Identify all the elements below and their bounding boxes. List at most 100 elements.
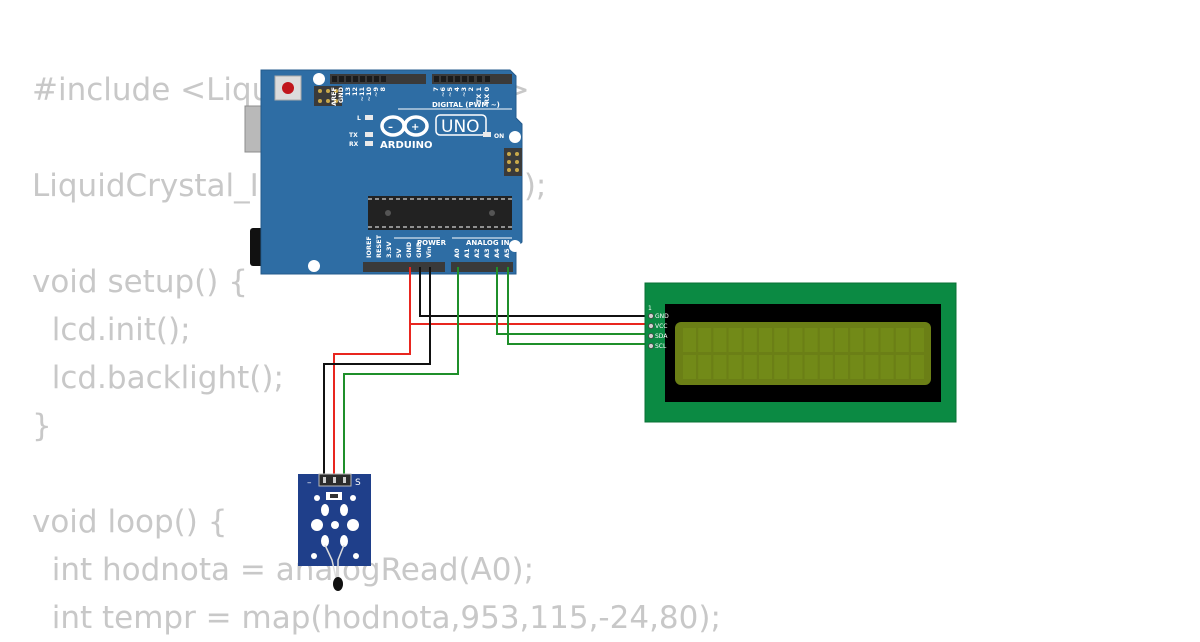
digital-pin-socket[interactable] <box>441 76 446 82</box>
mount-hole <box>509 240 521 252</box>
power-pin-label: GND <box>415 241 423 258</box>
lcd-char-cell <box>683 328 696 352</box>
sensor-pin <box>333 477 336 483</box>
mount-hole <box>313 73 325 85</box>
lcd-pin-label: GND <box>655 313 669 320</box>
digital-pin-label: ~3 <box>460 87 468 97</box>
mount-hole <box>509 131 521 143</box>
digital-pin-label: GND <box>337 86 345 103</box>
analog-label: ANALOG IN <box>466 239 510 247</box>
wire-gnd-to-sensor[interactable] <box>323 267 431 478</box>
digital-pin-socket[interactable] <box>448 76 453 82</box>
lcd-char-cell <box>804 328 818 352</box>
uno-model: UNO <box>441 117 480 137</box>
code-line: void loop() { <box>32 504 228 540</box>
lcd-char-cell <box>835 355 848 379</box>
lcd-char-cell <box>743 355 757 379</box>
icsp-header-top <box>314 86 342 106</box>
lcd-char-cell <box>804 355 818 379</box>
lcd-char-cell <box>850 328 864 352</box>
arduino-brand: ARDUINO <box>380 140 432 151</box>
lcd-char-cell <box>865 328 879 352</box>
lcd-char-cell <box>911 328 924 352</box>
digital-pin-label: 13 <box>344 87 352 96</box>
sensor-pin <box>343 477 346 483</box>
tx-led-label: TX <box>349 132 358 139</box>
sensor-minus-label: – <box>307 478 312 488</box>
lcd-char-cell <box>850 355 864 379</box>
lcd-pin-header-sda[interactable] <box>648 333 654 339</box>
wire-a0-to-sensor[interactable] <box>343 267 459 478</box>
lcd-pin-label: VCC <box>655 323 667 330</box>
atmega-chip <box>368 196 512 230</box>
thermistor-lead <box>324 544 337 579</box>
power-pin-label: 5V <box>395 248 403 258</box>
sensor-signal-label: S <box>355 478 361 488</box>
digital-pin-socket[interactable] <box>346 76 351 82</box>
wire-a4-to-lcd-sda[interactable] <box>496 267 650 335</box>
thermistor-lead <box>337 544 345 578</box>
lcd-pin-header-scl[interactable] <box>648 343 654 349</box>
digital-pin-label: 4 <box>453 87 461 92</box>
digital-pin-label: ~10 <box>365 87 373 102</box>
power-pin-header <box>363 262 445 272</box>
lcd-char-cell <box>819 328 833 352</box>
digital-pin-socket[interactable] <box>455 76 460 82</box>
digital-pin-label: TX 1 <box>475 87 483 104</box>
analog-pin-label: A5 <box>503 248 511 258</box>
digital-pin-label: 2 <box>467 87 475 92</box>
wire-5v-to-sensor[interactable] <box>333 267 411 478</box>
lcd-char-cell <box>789 355 803 379</box>
lcd-char-cell <box>713 328 727 352</box>
digital-pin-socket[interactable] <box>477 76 482 82</box>
digital-pin-socket[interactable] <box>485 76 490 82</box>
digital-pin-socket[interactable] <box>434 76 439 82</box>
digital-pin-socket[interactable] <box>367 76 372 82</box>
digital-pin-label: RX 0 <box>483 87 491 104</box>
digital-pin-label: ~5 <box>446 87 454 97</box>
power-pin-label: IOREF <box>365 236 373 258</box>
digital-header-label: DIGITAL (PWM ~) <box>432 101 500 109</box>
digital-pin-socket[interactable] <box>374 76 379 82</box>
thermistor-bulb <box>333 577 343 591</box>
arduino-logo-icon <box>380 115 429 137</box>
lcd-char-cell <box>743 328 757 352</box>
lcd-pin-label: SCL <box>655 343 667 350</box>
digital-pin-socket[interactable] <box>332 76 337 82</box>
wire-gnd-to-lcd-gnd[interactable] <box>419 267 650 317</box>
lcd-pin-header-gnd[interactable] <box>648 313 654 319</box>
wire-a5-to-lcd-scl[interactable] <box>507 267 650 345</box>
digital-pin-socket[interactable] <box>353 76 358 82</box>
rx-led-label: RX <box>349 141 359 148</box>
power-pin-label: 3.3V <box>385 241 393 258</box>
digital-pin-label: ~9 <box>372 87 380 97</box>
power-label: POWER <box>417 239 447 247</box>
digital-pin-socket[interactable] <box>469 76 474 82</box>
digital-pin-socket[interactable] <box>339 76 344 82</box>
digital-pin-label: 8 <box>379 87 387 92</box>
lcd-pin-header-vcc[interactable] <box>648 323 654 329</box>
digital-pin-socket[interactable] <box>462 76 467 82</box>
lcd-pin1-marker: 1 <box>648 305 652 312</box>
lcd-char-cell <box>880 355 894 379</box>
digital-pin-label: ~6 <box>439 87 447 97</box>
sensor-pcb <box>298 474 371 566</box>
on-led-label: ON <box>494 133 504 140</box>
code-line: lcd.init(); <box>32 312 191 348</box>
logo-minus: – <box>388 122 393 133</box>
analog-pin-label: A4 <box>493 248 501 258</box>
lcd-char-cell <box>895 328 909 352</box>
wires <box>323 267 650 478</box>
smd-resistor-body <box>330 494 338 498</box>
power-pin-label: RESET <box>375 234 383 258</box>
lcd-char-cell <box>698 355 712 379</box>
digital-pin-socket[interactable] <box>360 76 365 82</box>
digital-pin-socket[interactable] <box>381 76 386 82</box>
digital-pin-label: ~11 <box>358 87 366 102</box>
logo-plus: + <box>411 122 419 133</box>
ntc-temperature-sensor-module[interactable]: – S <box>298 473 371 591</box>
code-line: lcd.backlight(); <box>32 360 284 396</box>
